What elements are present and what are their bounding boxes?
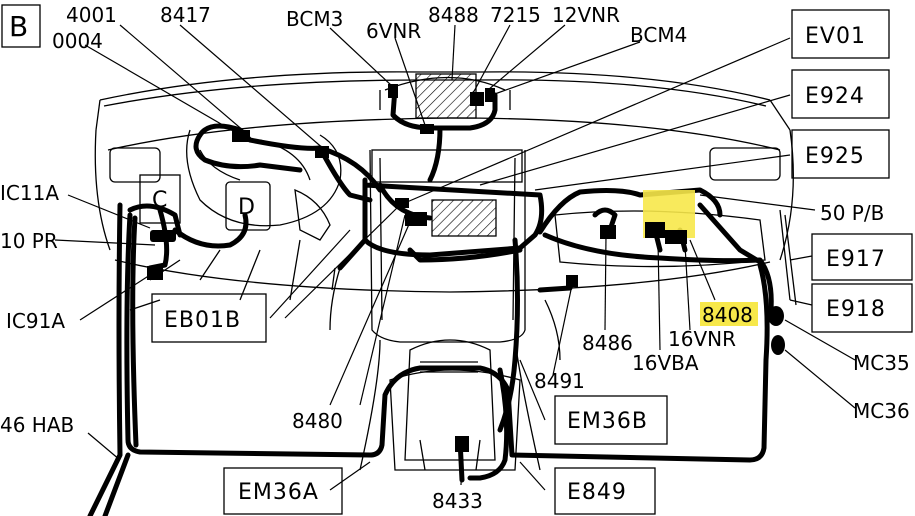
callout-labels: 4001 0004 8417 BCM3 6VNR 8488 7215 12VNR… <box>0 3 910 513</box>
label-0004: 0004 <box>52 29 103 53</box>
top-display-module <box>415 73 477 119</box>
label-16vba: 16VBA <box>632 351 699 375</box>
leader-lines <box>54 24 856 491</box>
box-label-em36a: EM36A <box>238 480 319 505</box>
label-10-pr: 10 PR <box>0 229 58 253</box>
label-4001: 4001 <box>66 3 117 27</box>
box-label-e918: E918 <box>826 297 886 322</box>
section-letter: B <box>9 10 28 43</box>
label-ic11a: IC11A <box>0 181 59 205</box>
label-bcm3: BCM3 <box>286 7 343 31</box>
wiring-harness <box>87 85 774 516</box>
box-label-e925: E925 <box>805 144 865 169</box>
label-8433: 8433 <box>432 489 483 513</box>
label-8491: 8491 <box>534 369 585 393</box>
box-label-ev01: EV01 <box>805 24 866 49</box>
component-d-box <box>225 181 271 231</box>
connector-8408 <box>645 222 665 238</box>
label-7215: 7215 <box>490 3 541 27</box>
label-16vnr: 16VNR <box>668 327 736 351</box>
label-50-pb: 50 P/B <box>820 201 884 225</box>
highlight-8408-label <box>700 302 758 326</box>
label-mc35: MC35 <box>853 351 910 375</box>
box-label-e849: E849 <box>567 480 627 505</box>
label-8408: 8408 <box>702 303 753 327</box>
label-8486: 8486 <box>582 331 633 355</box>
label-8417: 8417 <box>160 3 211 27</box>
label-12vnr: 12VNR <box>552 3 620 27</box>
box-label-e924: E924 <box>805 84 865 109</box>
component-c-box <box>139 174 181 224</box>
boxed-labels: B EV01 E924 E925 E917 E918 EB01B EM36B E… <box>1 4 913 515</box>
box-label-e917: E917 <box>826 247 886 272</box>
label-46-hab: 46 HAB <box>0 413 74 437</box>
label-mc36: MC36 <box>853 399 910 423</box>
connectors <box>147 84 785 452</box>
label-8480: 8480 <box>292 409 343 433</box>
box-label-eb01b: EB01B <box>164 308 241 333</box>
component-d-label: D <box>238 195 256 220</box>
component-c-label: C <box>152 188 168 213</box>
label-6vnr: 6VNR <box>366 19 421 43</box>
box-label-em36b: EM36B <box>567 409 648 434</box>
label-ic91a: IC91A <box>6 309 65 333</box>
center-module <box>431 199 497 237</box>
label-bcm4: BCM4 <box>630 23 687 47</box>
label-8488: 8488 <box>428 3 479 27</box>
